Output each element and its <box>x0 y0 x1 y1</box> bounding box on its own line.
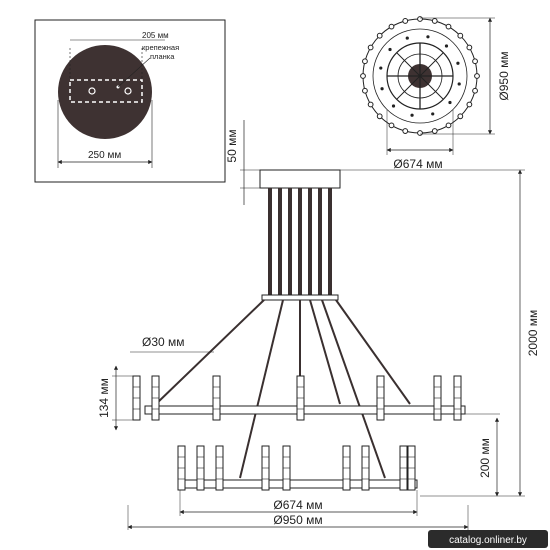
canopy-circle <box>58 45 152 139</box>
top-shade-dot <box>431 128 438 134</box>
top-shade-dot <box>472 58 478 65</box>
top-shade-dot <box>388 23 395 30</box>
watermark: catalog.onliner.by <box>428 530 548 548</box>
mounting-bracket <box>69 79 143 103</box>
top-inner-dot <box>457 82 461 86</box>
top-shade-dot <box>367 101 374 108</box>
shades <box>132 375 462 491</box>
top-shade-dot <box>360 73 366 79</box>
bracket-note-2: планка <box>150 52 175 61</box>
top-inner-dot <box>456 61 460 65</box>
top-shade-dot <box>402 128 409 134</box>
top-shade-dot <box>362 87 368 94</box>
top-shade-dot <box>445 23 452 30</box>
upper-ring-diameter: Ø950 мм <box>273 513 322 527</box>
top-shade-dot <box>402 18 409 24</box>
top-inner-diameter: Ø674 мм <box>393 157 442 171</box>
lower-ring-diameter: Ø674 мм <box>273 498 322 512</box>
top-inner-dot <box>410 113 414 117</box>
top-inner-dot <box>391 104 396 108</box>
tier-gap-label: 200 мм <box>478 438 492 478</box>
total-height-label: 2000 мм <box>526 310 540 357</box>
top-inner-dot <box>431 112 435 116</box>
top-shade-dot <box>376 113 383 120</box>
watermark-text: catalog.onliner.by <box>449 535 527 546</box>
canopy-diameter-label: 250 мм <box>88 150 121 161</box>
ceiling-canopy <box>259 169 341 189</box>
top-inner-dot <box>405 36 409 40</box>
top-shade-dot <box>445 122 452 129</box>
top-shade-dot <box>431 18 438 24</box>
top-inner-dot <box>388 47 392 52</box>
top-shade-dot <box>417 16 423 22</box>
upper-ring <box>144 405 466 415</box>
top-shade-dot <box>367 44 374 51</box>
top-shade-dot <box>376 32 383 39</box>
top-inner-dot <box>444 44 449 48</box>
top-inner-dot <box>448 100 452 105</box>
bracket-note-1: крепежная <box>142 43 179 52</box>
bracket-width-label: 205 мм <box>142 31 169 40</box>
rod-diameter-label: Ø30 мм <box>142 335 185 349</box>
side-view: 2000 мм 50 мм Ø30 мм 134 мм 200 мм Ø674 … <box>97 120 540 530</box>
canopy-inset: 205 мм крепежная планка 250 мм <box>34 19 226 183</box>
top-shade-dot <box>388 122 395 129</box>
top-shade-dot <box>472 87 478 94</box>
top-view-shades <box>360 16 480 136</box>
top-shade-dot <box>466 44 473 51</box>
top-shade-dot <box>362 58 368 65</box>
top-inner-dot <box>426 35 430 39</box>
top-outer-diameter: Ø950 мм <box>497 51 511 100</box>
top-shade-dot <box>457 32 464 39</box>
top-shade-dot <box>474 73 480 79</box>
top-shade-dot <box>417 130 423 136</box>
top-shade-dot <box>466 101 473 108</box>
top-inner-dot <box>380 87 384 91</box>
suspension-rods <box>268 188 332 296</box>
top-shade-dot <box>457 113 464 120</box>
canopy-height-label: 50 мм <box>225 129 239 162</box>
top-inner-dot <box>379 66 383 70</box>
top-view: Ø950 мм Ø674 мм <box>360 16 511 171</box>
shade-height-label: 134 мм <box>97 378 111 418</box>
